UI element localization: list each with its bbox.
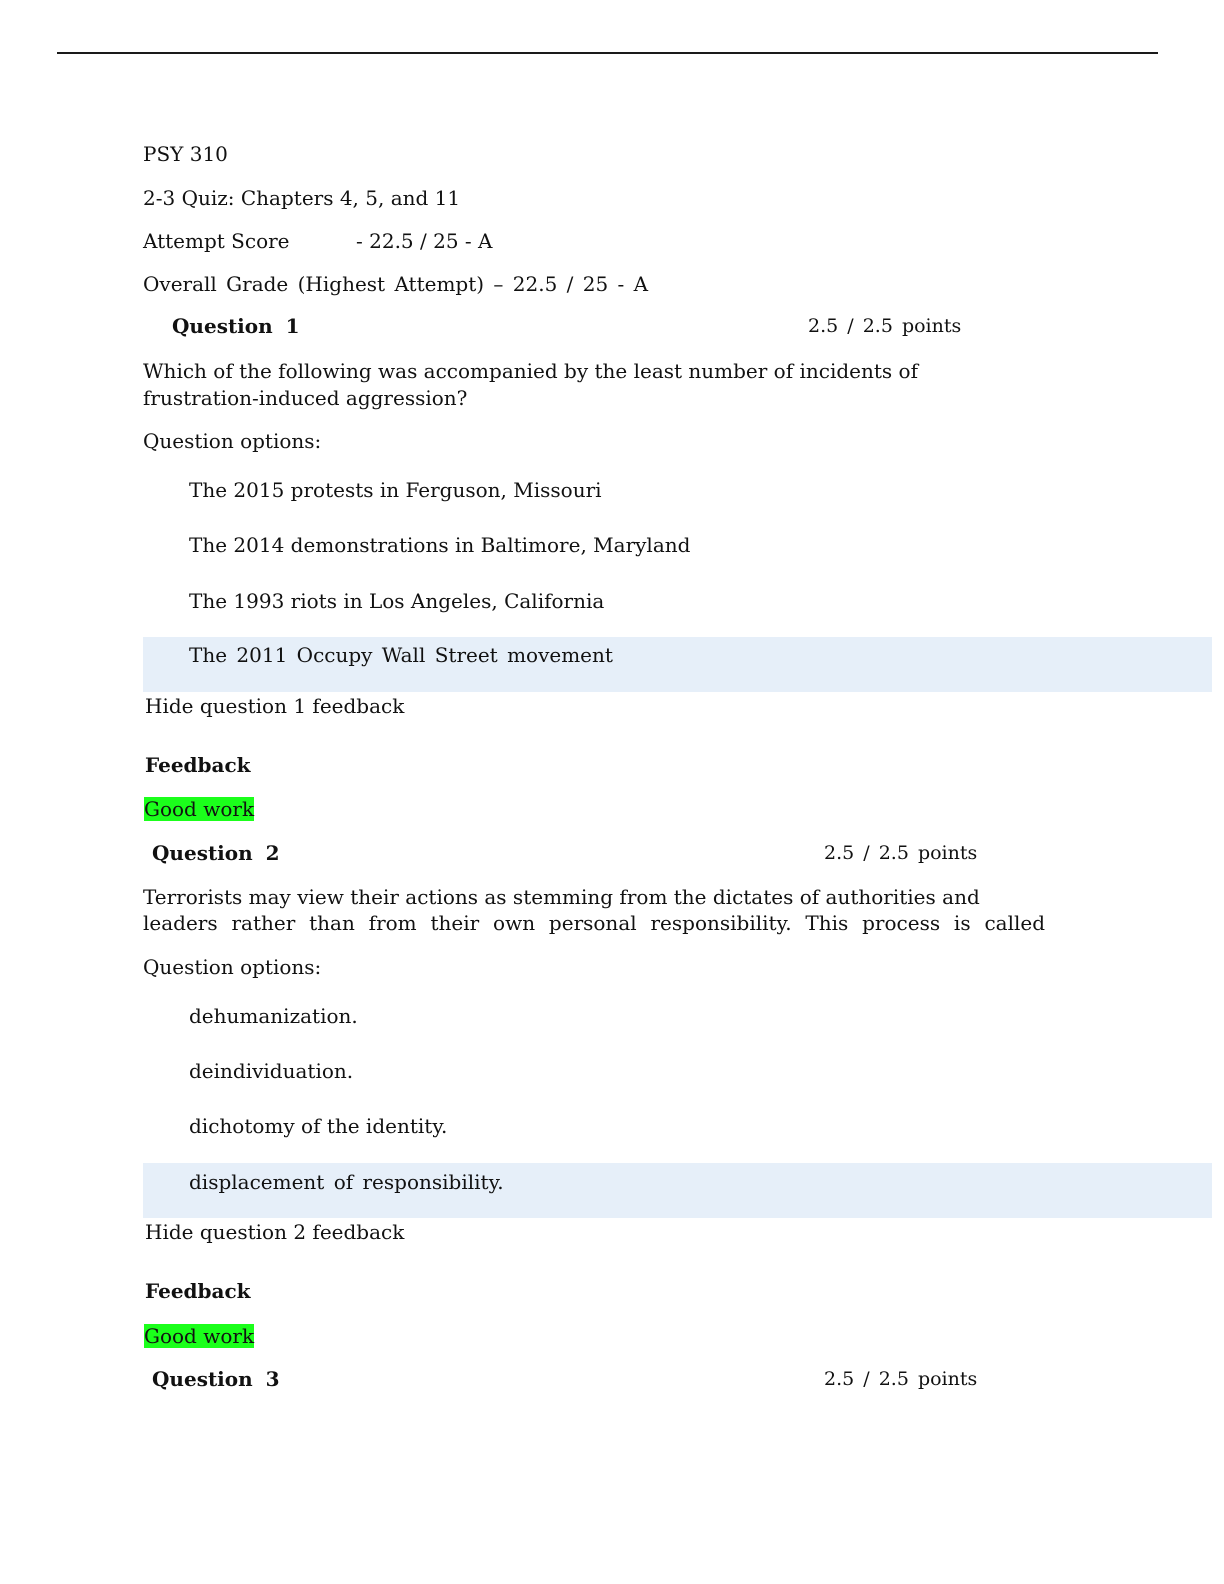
attempt-score-value: - 22.5 / 25 - A: [356, 229, 493, 253]
question-1-option[interactable]: The 1993 riots in Los Angeles, Californi…: [189, 589, 605, 613]
question-2-option[interactable]: dichotomy of the identity.: [189, 1114, 448, 1138]
question-2-prompt-line-2: leaders rather than from their own perso…: [143, 911, 1045, 935]
question-2-prompt-line-1: Terrorists may view their actions as ste…: [143, 885, 980, 909]
question-2-feedback-heading: Feedback: [145, 1279, 251, 1303]
question-1-options-label: Question options:: [143, 429, 322, 453]
question-2-option-selected[interactable]: displacement of responsibility.: [189, 1170, 504, 1194]
question-2-points: 2.5 / 2.5 points: [824, 842, 978, 864]
question-3-points: 2.5 / 2.5 points: [824, 1368, 978, 1390]
question-1-feedback-heading: Feedback: [145, 753, 251, 777]
attempt-score-label: Attempt Score: [143, 229, 290, 253]
quiz-title: 2-3 Quiz: Chapters 4, 5, and 11: [143, 186, 461, 210]
question-1-title: Question 1: [172, 314, 300, 338]
hide-question-1-feedback-link[interactable]: Hide question 1 feedback: [145, 694, 405, 718]
question-1-selected-answer-row[interactable]: [143, 637, 1212, 692]
question-1-option[interactable]: The 2015 protests in Ferguson, Missouri: [189, 478, 602, 502]
question-1-prompt-line-1: Which of the following was accompanied b…: [143, 359, 918, 383]
question-1-prompt-line-2: frustration-induced aggression?: [143, 386, 468, 410]
top-horizontal-rule: [57, 52, 1158, 54]
question-2-option[interactable]: dehumanization.: [189, 1004, 358, 1028]
question-2-options-label: Question options:: [143, 955, 322, 979]
question-1-feedback-text: Good work: [144, 797, 255, 821]
question-1-option-selected[interactable]: The 2011 Occupy Wall Street movement: [189, 643, 613, 667]
hide-question-2-feedback-link[interactable]: Hide question 2 feedback: [145, 1220, 405, 1244]
course-code: PSY 310: [143, 142, 228, 166]
question-2-selected-answer-row[interactable]: [143, 1163, 1212, 1218]
question-2-title: Question 2: [152, 841, 280, 865]
question-2-feedback-text: Good work: [144, 1324, 255, 1348]
question-1-points: 2.5 / 2.5 points: [808, 315, 962, 337]
overall-grade: Overall Grade (Highest Attempt) – 22.5 /…: [143, 272, 649, 296]
question-3-title: Question 3: [152, 1367, 280, 1391]
question-2-option[interactable]: deindividuation.: [189, 1059, 354, 1083]
question-1-option[interactable]: The 2014 demonstrations in Baltimore, Ma…: [189, 533, 691, 557]
